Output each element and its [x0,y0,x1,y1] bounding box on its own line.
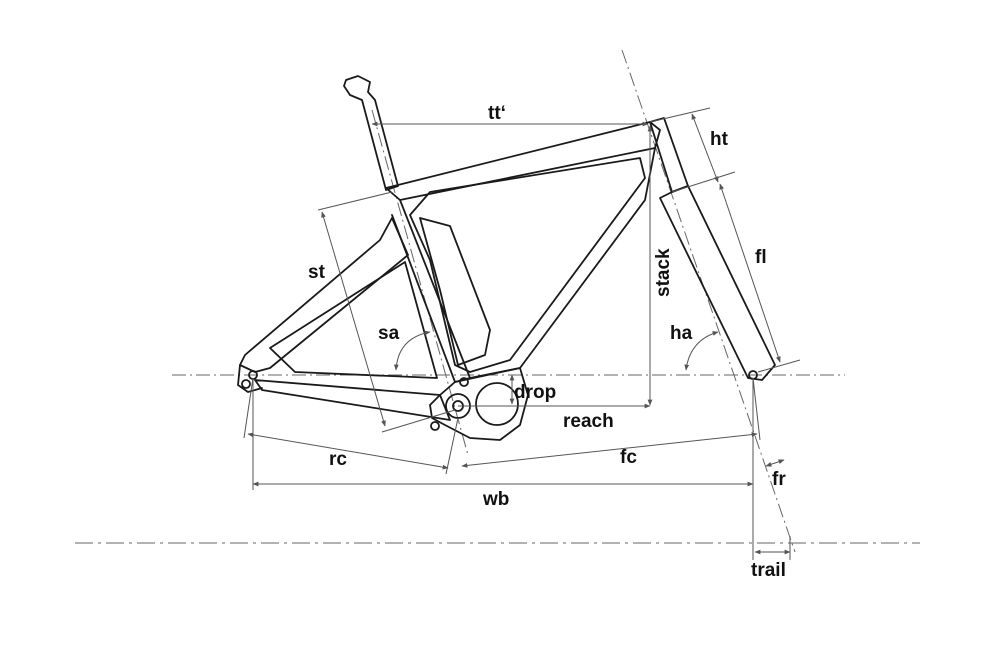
reach-label: reach [563,411,614,432]
sa-angle-arc [393,330,431,371]
dimension-lines [243,107,801,560]
battery-pack [419,217,491,366]
bike-frame [237,75,776,441]
seat-stay [239,217,409,373]
seat-tube-axis-line [371,109,469,456]
st-dim-line [321,211,386,427]
ht-ext-bottom [671,171,736,193]
fl-label: fl [755,247,767,268]
top-tube [385,121,661,201]
steering-axis-line [621,49,796,553]
fr-label: fr [772,469,786,490]
stack-label: stack [653,248,674,297]
fl-dim-line [719,183,781,363]
motor-housing [429,367,529,441]
ha-angle-arc [684,331,719,371]
motor-mount-hole-2 [430,421,440,431]
down-tube [469,147,656,379]
fork [659,185,776,381]
rc-label: rc [329,449,347,470]
head-tube [649,117,689,193]
fc-ext-right [752,377,761,441]
dimension-labels: tt‘ ht stack fl st sa ha drop reach rc f… [308,103,786,581]
tt-label: tt‘ [488,103,506,124]
rc-ext-left [243,377,254,439]
st-ext-bottom [381,409,456,433]
rc-dim-line [247,432,449,470]
seatpost [343,75,399,191]
ht-ext-top [649,107,711,123]
rear-dropout [237,364,263,393]
fc-dim-line [461,432,758,468]
fc-label: fc [620,447,637,468]
ha-label: ha [670,323,693,344]
ht-label: ht [710,129,729,150]
ht-dim-line [691,113,719,183]
wb-label: wb [482,489,509,510]
drop-label: drop [514,382,556,403]
chain-stay [254,379,451,421]
fl-ext-bottom [757,359,801,373]
motor-mount-hole [459,377,469,387]
rear-dropout-hole [241,379,251,389]
battery-cutout [409,157,646,373]
st-label: st [308,262,326,283]
chainring-circle [475,382,519,426]
trail-label: trail [751,560,786,581]
fr-dim-line [765,459,785,467]
sa-label: sa [378,323,400,344]
st-ext-top [317,191,393,211]
